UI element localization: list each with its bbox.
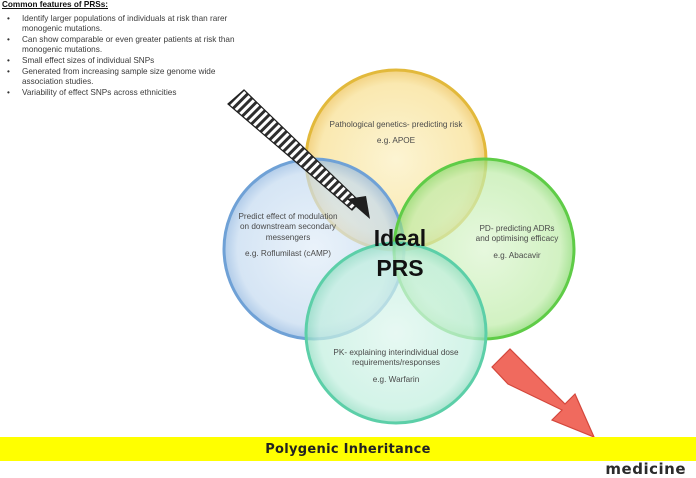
features-heading: Common features of PRSs: [2, 0, 108, 9]
feature-item: Small effect sizes of individual SNPs [2, 56, 242, 67]
banner-title: Polygenic Inheritance [265, 441, 431, 457]
circle-bottom-example: e.g. Warfarin [372, 374, 420, 384]
features-panel: Common features of PRSs: Identify larger… [2, 0, 242, 98]
feature-item: Variability of effect SNPs across ethnic… [2, 88, 242, 99]
title-banner: Polygenic Inheritance [0, 437, 696, 461]
circle-left-example: e.g. Roflumilast (cAMP) [245, 249, 331, 259]
circle-bottom-text: PK- explaining interindividual dose requ… [322, 348, 470, 385]
circle-right-text: PD- predicting ADRs and optimising effic… [472, 224, 562, 261]
brand-logo-text: medicine [605, 460, 686, 478]
red-arrow [491, 348, 596, 439]
center-label-line2: PRS [376, 255, 424, 281]
circle-bottom [304, 241, 488, 425]
center-label-line1: Ideal [373, 225, 427, 251]
circle-left-title: Predict effect of modulation on downstre… [238, 212, 338, 242]
feature-item: Can show comparable or even greater pati… [2, 35, 242, 56]
circle-right-example: e.g. Abacavir [493, 250, 541, 260]
feature-item: Identify larger populations of individua… [2, 14, 242, 35]
center-label: Ideal PRS [350, 223, 450, 283]
circle-top-example: e.g. APOE [376, 136, 416, 146]
circle-right-title: PD- predicting ADRs and optimising effic… [475, 224, 559, 244]
features-list: Identify larger populations of individua… [2, 14, 242, 99]
circle-top-title: Pathological genetics- predicting risk [329, 120, 463, 129]
circle-top-text: Pathological genetics- predicting risk e… [322, 120, 470, 147]
circle-bottom-title: PK- explaining interindividual dose requ… [333, 348, 459, 368]
circle-left-text: Predict effect of modulation on downstre… [236, 212, 340, 260]
striped-arrow-head [347, 196, 370, 219]
feature-item: Generated from increasing sample size ge… [2, 67, 242, 88]
